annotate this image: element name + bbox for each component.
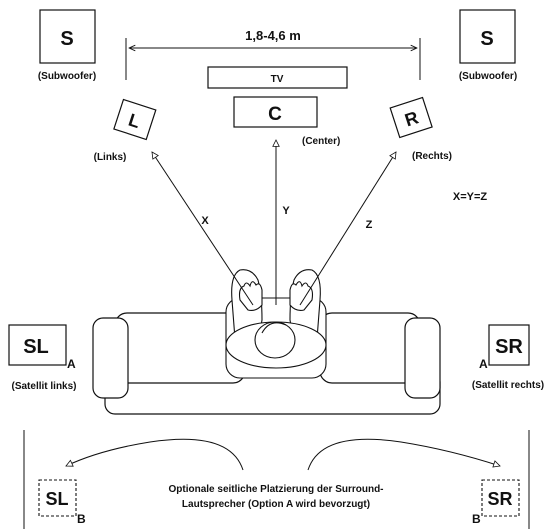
surround-right-a-caption: (Satellit rechts)	[472, 380, 544, 391]
subwoofer-right-letter: S	[480, 28, 493, 50]
tv-label: TV	[271, 74, 284, 85]
subwoofer-right: S (Subwoofer)	[459, 9, 517, 82]
listener	[225, 269, 327, 379]
distance-label: 1,8-4,6 m	[245, 28, 301, 43]
option-b-arrows	[66, 438, 500, 471]
right-speaker-caption: (Rechts)	[412, 151, 452, 162]
distance-z-label: Z	[366, 219, 373, 231]
surround-left-a-letter: SL	[23, 336, 49, 358]
subwoofer-right-caption: (Subwoofer)	[459, 71, 517, 82]
surround-left-a-caption: (Satellit links)	[11, 381, 76, 392]
left-speaker-caption: (Links)	[94, 152, 127, 163]
surround-right-a-tag: A	[479, 357, 488, 371]
surround-left-b-letter: SL	[45, 489, 68, 509]
surround-left-a: SL A (Satellit links)	[8, 324, 77, 392]
surround-left-b-tag: B	[77, 512, 86, 526]
distance-y-label: Y	[282, 205, 290, 217]
surround-right-a: SR A (Satellit rechts)	[472, 324, 544, 391]
center-speaker-letter: C	[268, 104, 282, 125]
listening-distance-arrows: X Y Z	[152, 140, 396, 306]
right-speaker: R (Rechts)	[389, 96, 452, 162]
surround-left-b: SL B	[38, 479, 86, 526]
right-speaker-letter: R	[402, 107, 421, 130]
left-speaker: L (Links)	[94, 98, 157, 163]
surround-left-a-tag: A	[67, 357, 76, 371]
distance-dimension: 1,8-4,6 m	[125, 28, 421, 80]
center-speaker-caption: (Center)	[302, 136, 340, 147]
center-speaker: C (Center)	[233, 96, 340, 147]
surround-right-b-tag: B	[472, 512, 481, 526]
surround-right-b: SR B	[472, 479, 520, 526]
placement-note-line1: Optionale seitliche Platzierung der Surr…	[168, 484, 383, 495]
surround-right-a-letter: SR	[495, 336, 523, 358]
placement-note: Optionale seitliche Platzierung der Surr…	[168, 484, 383, 510]
distance-x-label: X	[201, 215, 209, 227]
equation-label: X=Y=Z	[453, 191, 488, 203]
subwoofer-left-letter: S	[60, 28, 73, 50]
subwoofer-left: S (Subwoofer)	[38, 9, 96, 82]
tv: TV	[207, 66, 348, 89]
placement-note-line2: Lautsprecher (Option A wird bevorzugt)	[182, 499, 370, 510]
subwoofer-left-caption: (Subwoofer)	[38, 71, 96, 82]
side-walls	[23, 430, 530, 529]
surround-right-b-letter: SR	[487, 489, 512, 509]
